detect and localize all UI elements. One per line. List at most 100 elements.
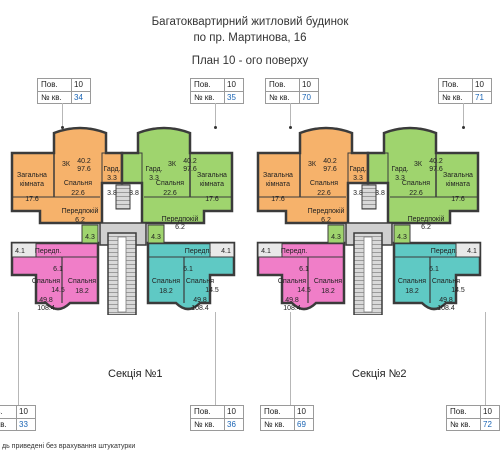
room-label: Загальна — [443, 172, 473, 179]
living-area: 40.2 — [323, 158, 337, 165]
apt-info-box: Пов.10 № кв.70 — [265, 78, 319, 104]
room-area: 6.1 — [429, 266, 439, 273]
room-labels-section-1: Загальна кімната 17.6 Спальня 22.6 3К 40… — [15, 158, 231, 312]
room-label: Гард. — [391, 166, 408, 173]
room-label: кімната — [20, 180, 44, 188]
room-count: 3К — [308, 161, 317, 168]
room-area: 4.3 — [331, 234, 341, 241]
floor-plan: Загальна кімната 17.6 Спальня 22.6 3К 40… — [10, 126, 482, 315]
leader-line — [215, 312, 216, 405]
room-area: 4.1 — [261, 248, 271, 255]
room-label: Загальна — [17, 172, 47, 179]
leader-line — [290, 312, 291, 405]
total-area: 108.4 — [191, 305, 209, 312]
section-1-plan — [10, 126, 236, 315]
room-label: Спальня — [68, 278, 96, 285]
apt-info-box: Пов.10 № кв.35 — [190, 78, 244, 104]
room-label: Передпокій — [162, 215, 199, 223]
room-label: Спальня — [278, 278, 306, 285]
apt-info-box: Пов.10 № кв.71 — [438, 78, 492, 104]
room-area: 3.3 — [107, 175, 117, 182]
room-label: Гард. — [145, 166, 162, 173]
living-area: 40.2 — [77, 158, 91, 165]
room-count: 3К — [62, 161, 71, 168]
room-label: Спальня — [32, 278, 60, 285]
total-area: 97.6 — [323, 166, 337, 173]
room-area: 4.1 — [15, 248, 25, 255]
room-area: 18.2 — [159, 288, 173, 295]
room-area: 18.2 — [75, 288, 89, 295]
room-area: 3.3 — [353, 175, 363, 182]
apt-info-box: Пов.10 № кв.69 — [260, 405, 314, 431]
leader-line — [18, 312, 19, 405]
apt-info-box: Пов.10 № кв.36 — [190, 405, 244, 431]
room-area: 3.8 — [107, 190, 117, 197]
room-labels-section-2: Загальна кімната 17.6 Спальня 22.6 3К 40… — [261, 158, 477, 312]
total-area: 108.4 — [283, 305, 301, 312]
leader-line — [215, 103, 216, 127]
room-label: Спальня — [156, 180, 184, 187]
room-label: Спальня — [314, 278, 342, 285]
section-title-2: Секція №2 — [352, 368, 407, 380]
room-area: 4.1 — [467, 248, 477, 255]
header-line-3: План 10 - ого поверху — [191, 55, 309, 67]
room-area: 14.5 — [297, 287, 311, 294]
room-area: 14.5 — [51, 287, 65, 294]
apt-info-box: Пов.10 № кв.72 — [446, 405, 500, 431]
leader-dot — [462, 126, 465, 129]
leader-line — [290, 103, 291, 127]
leader-line — [485, 312, 486, 405]
room-label: кімната — [200, 180, 224, 188]
living-area: 49.8 — [193, 297, 207, 304]
leader-line — [463, 103, 464, 127]
leader-dot — [289, 126, 292, 129]
room-label: Спальня — [64, 180, 92, 187]
room-label: Передпокій — [62, 207, 99, 215]
room-area: 14.5 — [451, 287, 465, 294]
living-area: 49.8 — [439, 297, 453, 304]
room-area: 22.6 — [71, 190, 85, 197]
total-area: 97.6 — [77, 166, 91, 173]
footnote: дь приведені без врахування штукатурки — [2, 443, 136, 450]
room-label: Загальна — [197, 172, 227, 179]
room-label: Гард. — [103, 166, 120, 173]
room-label: Спальня — [402, 180, 430, 187]
total-area: 108.4 — [437, 305, 455, 312]
room-area: 3.8 — [353, 190, 363, 197]
room-area: 3.3 — [395, 175, 405, 182]
section-2-plan — [256, 126, 482, 315]
room-label: Передп. — [431, 248, 457, 255]
header-line-2: по пр. Мартинова, 16 — [193, 32, 307, 44]
room-area: 18.2 — [321, 288, 335, 295]
apt-info-box: Пов.10 № кв.34 — [37, 78, 91, 104]
room-area: 17.6 — [205, 196, 219, 203]
room-area: 6.1 — [299, 266, 309, 273]
room-label: кімната — [266, 180, 290, 188]
room-label: Передп. — [185, 248, 211, 255]
room-area: 3.8 — [375, 190, 385, 197]
room-area: 4.3 — [151, 234, 161, 241]
room-count: 3К — [414, 161, 423, 168]
living-area: 40.2 — [429, 158, 443, 165]
room-area: 4.3 — [85, 234, 95, 241]
room-label: Спальня — [186, 278, 214, 285]
room-area: 18.2 — [405, 288, 419, 295]
room-area: 6.2 — [175, 224, 185, 231]
total-area: 108.4 — [37, 305, 55, 312]
apt-info-box: Пов.10 № кв.33 — [0, 405, 36, 431]
living-area: 40.2 — [183, 158, 197, 165]
room-label: Передп. — [35, 248, 61, 255]
room-area: 4.1 — [221, 248, 231, 255]
header-line-1: Багатоквартирний житловий будинок — [151, 16, 349, 28]
room-area: 3.3 — [149, 175, 159, 182]
room-label: Спальня — [398, 278, 426, 285]
room-area: 6.2 — [421, 224, 431, 231]
room-area: 17.6 — [25, 196, 39, 203]
room-count: 3К — [168, 161, 177, 168]
room-area: 3.8 — [129, 190, 139, 197]
room-area: 14.5 — [205, 287, 219, 294]
room-area: 17.6 — [451, 196, 465, 203]
room-label: Передп. — [281, 248, 307, 255]
room-label: Загальна — [263, 172, 293, 179]
room-area: 6.1 — [53, 266, 63, 273]
